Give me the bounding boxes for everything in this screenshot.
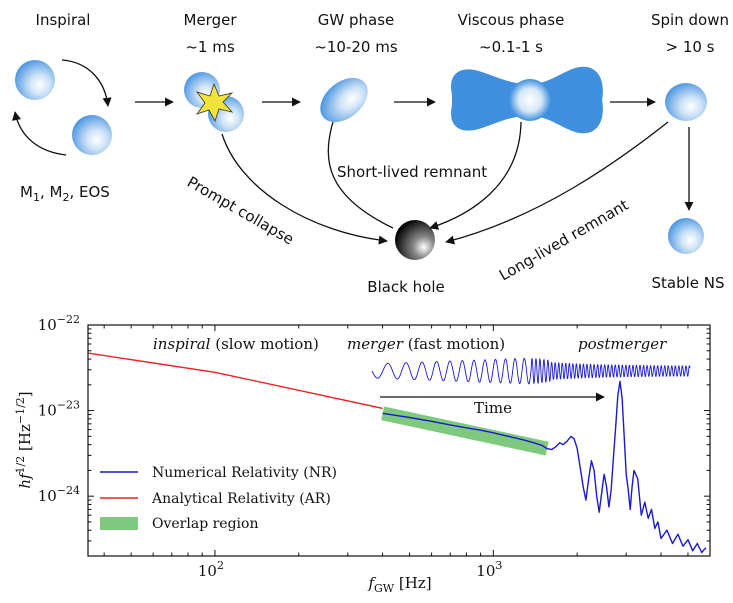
neutron-star-1 — [15, 60, 55, 100]
postmerger-annotation: postmerger — [578, 335, 667, 353]
stable-ns-label: Stable NS — [651, 274, 724, 292]
prompt-collapse-arrow — [221, 133, 388, 245]
time-label: Time — [474, 399, 512, 417]
merger-annotation: merger (fast motion) — [347, 335, 505, 353]
binary-parameters: M1, M2, EOS — [20, 183, 110, 204]
nr-series-line — [382, 380, 707, 554]
long-lived-arrow — [445, 121, 669, 245]
viscous-phase-core — [509, 79, 551, 121]
stage-spindown-time: > 10 s — [665, 38, 714, 56]
gw-phase-remnant — [320, 77, 368, 123]
x-axis-label: fGW [Hz] — [367, 574, 431, 595]
stage-gw-time: ~10-20 ms — [314, 38, 398, 56]
stage-spindown-label: Spin down — [651, 11, 729, 29]
stage-viscous-time: ~0.1-1 s — [479, 38, 543, 56]
waveform-trace — [371, 357, 691, 385]
stable-ns-star — [668, 218, 704, 254]
gw-to-bh-curve — [327, 121, 394, 229]
x-tick-label: 102 — [198, 559, 224, 580]
black-hole-icon — [395, 220, 435, 260]
stage-merger-label: Merger — [184, 11, 238, 29]
ar-series-line — [88, 352, 383, 410]
spindown-star — [665, 83, 707, 121]
stage-gw-label: GW phase — [318, 11, 395, 29]
orbit-arrow-2 — [12, 111, 67, 156]
gw-spectrum-chart: Time inspiral (slow motion) merger (fast… — [14, 313, 711, 595]
orbit-arrow-1 — [61, 59, 112, 107]
plot-frame — [87, 324, 711, 557]
y-axis-label: hf1/2 [Hz−1/2] — [14, 391, 34, 488]
merger-burst-icon — [195, 82, 234, 122]
stage-merger-time: ~1 ms — [185, 38, 234, 56]
legend-ar-label: Analytical Relativity (AR) — [151, 491, 331, 507]
stage-viscous-label: Viscous phase — [458, 11, 565, 29]
axis-ticks: 102 103 10−22 10−23 10−24 — [38, 313, 711, 580]
black-hole-label: Black hole — [367, 278, 444, 296]
plot-area — [88, 352, 707, 554]
neutron-star-2 — [72, 115, 112, 155]
legend: Numerical Relativity (NR) Analytical Rel… — [100, 465, 337, 532]
inspiral-annotation: inspiral (slow motion) — [153, 335, 319, 353]
y-tick-label: 10−22 — [38, 313, 80, 334]
waveform-inset — [371, 357, 691, 385]
overlap-region-band — [381, 406, 549, 456]
short-lived-arrow — [429, 121, 522, 230]
short-lived-label: Short-lived remnant — [337, 163, 487, 181]
prompt-collapse-label: Prompt collapse — [184, 173, 297, 249]
long-lived-label: Long-lived remnant — [496, 196, 632, 285]
legend-overlap-label: Overlap region — [152, 516, 258, 532]
stage-inspiral-label: Inspiral — [36, 11, 91, 29]
y-tick-label: 10−23 — [38, 399, 80, 420]
evolution-diagram: Inspiral Merger ~1 ms GW phase ~10-20 ms… — [12, 11, 729, 296]
y-tick-label: 10−24 — [38, 484, 80, 505]
legend-overlap-swatch — [100, 517, 138, 530]
x-tick-label: 103 — [476, 559, 502, 580]
legend-nr-label: Numerical Relativity (NR) — [152, 465, 337, 481]
